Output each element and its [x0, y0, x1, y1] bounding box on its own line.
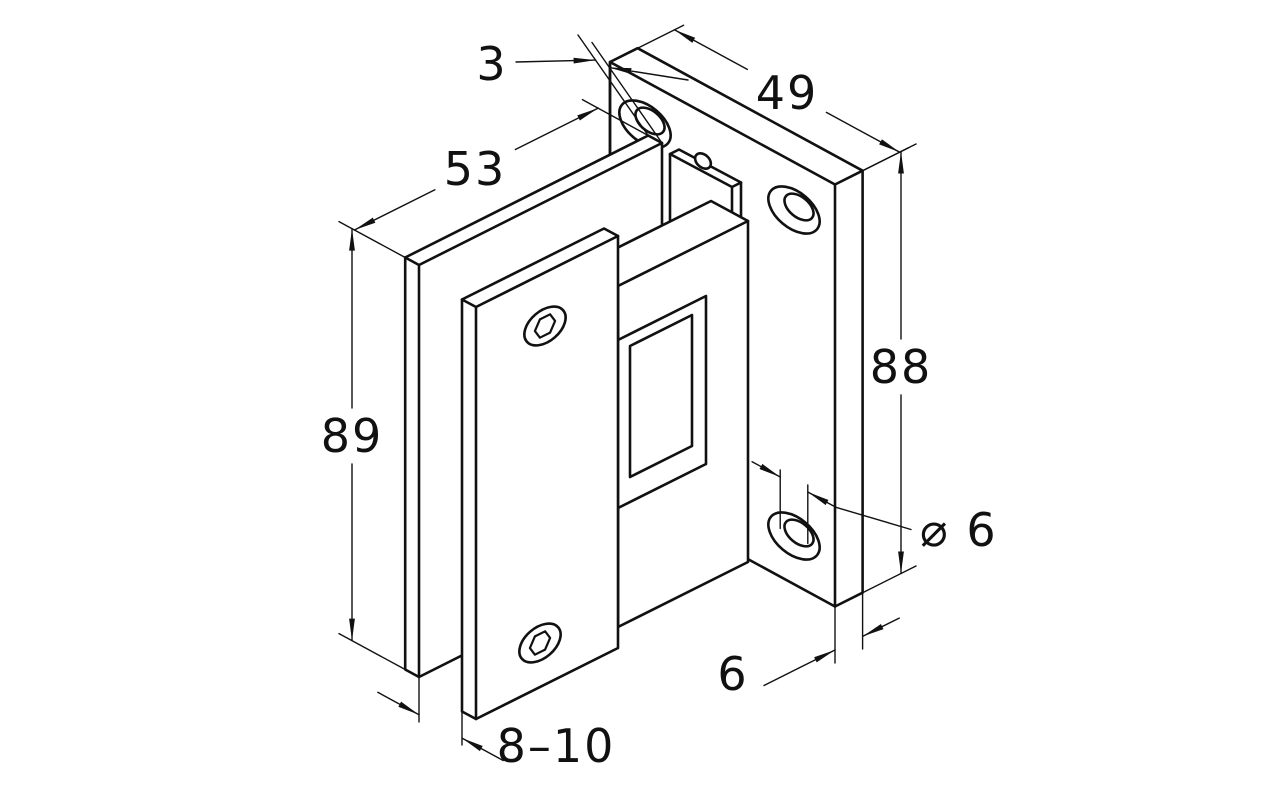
dim-label-53: 53: [444, 142, 507, 196]
dim-label-8-10: 8–10: [497, 719, 616, 773]
extension-line: [577, 34, 663, 144]
dim-clamp-plate-width: 53: [338, 98, 649, 259]
wall-plate-hole-top-right: [767, 185, 821, 235]
dim-label-49: 49: [756, 66, 819, 120]
arrow-line: [861, 617, 900, 638]
hole-bore-icon: [783, 192, 815, 222]
leader-line: [835, 506, 912, 531]
dimension-line: [353, 189, 436, 231]
arrow-line: [377, 691, 420, 716]
dim-label-3: 3: [476, 37, 507, 91]
dimension-line: [825, 111, 901, 153]
arrow-line: [608, 66, 689, 81]
arrow-line: [515, 57, 597, 64]
wall-plate-edges: [608, 60, 864, 608]
screw-top: [523, 305, 567, 347]
clamp-screws: [518, 305, 567, 664]
hole-bore-icon: [783, 518, 815, 548]
hex-socket-icon: [533, 313, 557, 339]
front-plate-edges: [460, 234, 620, 721]
dim-back-plate-thickness: 3: [476, 34, 689, 144]
hex-socket-icon: [528, 630, 552, 656]
dim-wall-plate-height: 88: [861, 143, 933, 594]
dimension-line: [514, 107, 599, 151]
arrow-line: [751, 461, 781, 478]
screw-head-icon: [523, 305, 567, 347]
dim-clamp-plate-height: 89: [321, 227, 406, 671]
wall-plate-hole-bottom-right: [767, 511, 821, 561]
arrow-line: [807, 491, 837, 508]
dim-label-88: 88: [870, 340, 933, 394]
dim-label-diameter-6: ⌀ 6: [920, 503, 998, 557]
tongue-end-in-slot: [628, 313, 694, 479]
dim-hole-diameter: ⌀ 6: [751, 461, 998, 557]
screw-bottom: [518, 622, 562, 664]
dimensions: 53 3 49 88 89: [321, 24, 998, 773]
extension-line: [338, 632, 406, 671]
dim-wall-plate-thickness: 6: [717, 592, 900, 701]
dim-glass-thickness: 8–10: [377, 676, 616, 773]
arrow-line: [797, 649, 836, 669]
arrow-line: [461, 737, 504, 762]
back-plate-edges: [403, 141, 664, 679]
extension-line: [338, 98, 649, 259]
dim-label-89: 89: [321, 409, 384, 463]
extension-line: [418, 676, 463, 746]
dim-label-6: 6: [717, 647, 748, 701]
extension-line: [861, 143, 917, 594]
pivot-pin-icon: [693, 152, 713, 170]
extension-line: [834, 592, 864, 664]
dimension-line: [673, 29, 748, 71]
leader-tail: [763, 667, 800, 687]
screw-head-icon: [518, 622, 562, 664]
